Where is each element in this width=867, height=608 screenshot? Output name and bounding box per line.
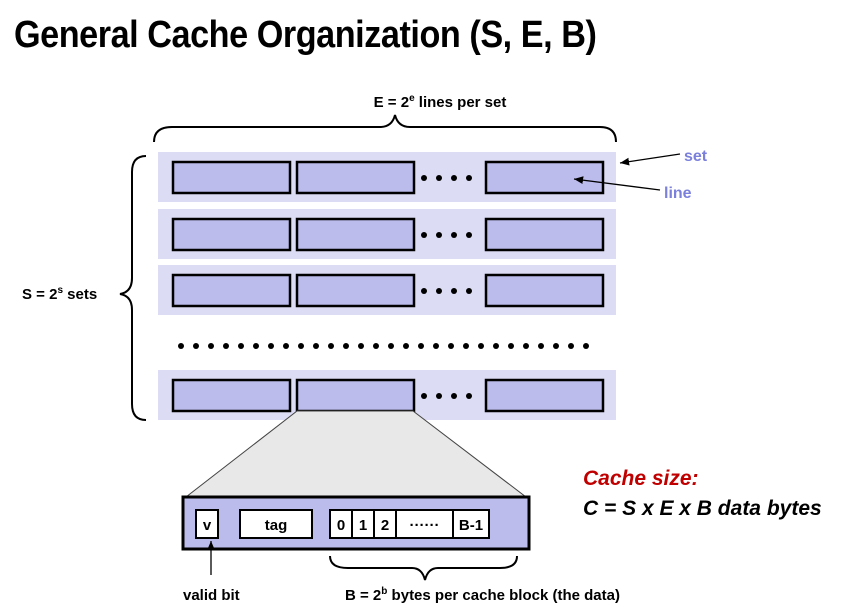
ellipsis-dot [358, 343, 364, 349]
cache-line [295, 273, 416, 308]
ellipsis-dot [508, 343, 514, 349]
byte-cell-label: 2 [381, 517, 389, 534]
cache-line [484, 273, 605, 308]
cache-set [158, 209, 616, 259]
ellipsis-dot [298, 343, 304, 349]
ellipsis-dot [523, 343, 529, 349]
cache-line [484, 217, 605, 252]
ellipsis-dot [466, 175, 472, 181]
ellipsis-dot [451, 288, 457, 294]
cache-line [171, 273, 292, 308]
byte-cell [452, 509, 490, 539]
line-pointer-arrow [573, 176, 661, 191]
ellipsis-dot [583, 343, 589, 349]
lines-ellipsis [421, 175, 472, 181]
ellipsis-dot [448, 343, 454, 349]
cache-line [484, 378, 605, 413]
byte-cell-label: 0 [337, 517, 345, 534]
ellipsis-dot [421, 232, 427, 238]
ellipsis-dot [466, 393, 472, 399]
ellipsis-dot [436, 393, 442, 399]
cache-set [158, 152, 616, 202]
ellipsis-dot [223, 343, 229, 349]
set-pointer-arrow [619, 153, 681, 166]
ellipsis-dot [478, 343, 484, 349]
ellipsis-dot [451, 232, 457, 238]
ellipsis-dot [343, 343, 349, 349]
ellipsis-dot [238, 343, 244, 349]
cache-line [295, 217, 416, 252]
ellipsis-dot [451, 175, 457, 181]
ellipsis-dot [388, 343, 394, 349]
tag-text: tag [265, 517, 288, 534]
ellipsis-dot [466, 232, 472, 238]
ellipsis-dot [436, 175, 442, 181]
lines-ellipsis [421, 288, 472, 294]
ellipsis-dot [421, 288, 427, 294]
ellipsis-dot [313, 343, 319, 349]
ellipsis-dot [568, 343, 574, 349]
ellipsis-dot [451, 393, 457, 399]
ellipsis-dot [283, 343, 289, 349]
ellipsis-dot [268, 343, 274, 349]
left-brace [119, 155, 147, 421]
ellipsis-dot [418, 343, 424, 349]
byte-cell [395, 509, 454, 539]
bytes-per-block-label: B = 2b bytes per cache block (the data) [345, 586, 620, 604]
ellipsis-dot [493, 343, 499, 349]
byte-cell-label: 1 [359, 517, 367, 534]
ellipsis-dot [403, 343, 409, 349]
valid-bit-label: valid bit [183, 587, 240, 604]
sets-label: S = 2s sets [22, 285, 97, 303]
cache-size-heading: Cache size: [583, 467, 699, 490]
ellipsis-dot [253, 343, 259, 349]
cache-line [171, 160, 292, 195]
more-sets-ellipsis [178, 343, 589, 349]
lines-ellipsis [421, 232, 472, 238]
valid-bit-text: v [203, 517, 212, 534]
valid-bit-field [195, 509, 219, 539]
set-label: set [684, 148, 708, 165]
cache-size-formula: C = S x E x B data bytes [583, 497, 822, 520]
ellipsis-dot [463, 343, 469, 349]
cache-line [295, 160, 416, 195]
ellipsis-dot [553, 343, 559, 349]
lines-per-set-label: E = 2e lines per set [374, 93, 507, 111]
tag-field [239, 509, 313, 539]
cache-line [295, 378, 416, 413]
cache-set [158, 265, 616, 315]
ellipsis-dot [538, 343, 544, 349]
line-expansion [184, 410, 528, 498]
ellipsis-dot [328, 343, 334, 349]
ellipsis-dot [373, 343, 379, 349]
ellipsis-dot [178, 343, 184, 349]
lines-ellipsis [421, 393, 472, 399]
ellipsis-dot [436, 288, 442, 294]
ellipsis-dot [208, 343, 214, 349]
ellipsis-dot [436, 232, 442, 238]
byte-cell-label: B-1 [459, 517, 483, 534]
top-brace [153, 114, 617, 143]
block-brace [329, 555, 518, 581]
cache-line [484, 160, 605, 195]
line-label: line [664, 185, 692, 202]
ellipsis-dot [421, 393, 427, 399]
ellipsis-dot [433, 343, 439, 349]
cache-line [171, 378, 292, 413]
page-title: General Cache Organization (S, E, B) [14, 14, 597, 56]
ellipsis-dot [421, 175, 427, 181]
byte-cell-label: ······ [410, 517, 440, 534]
ellipsis-dot [466, 288, 472, 294]
cache-line [171, 217, 292, 252]
ellipsis-dot [193, 343, 199, 349]
